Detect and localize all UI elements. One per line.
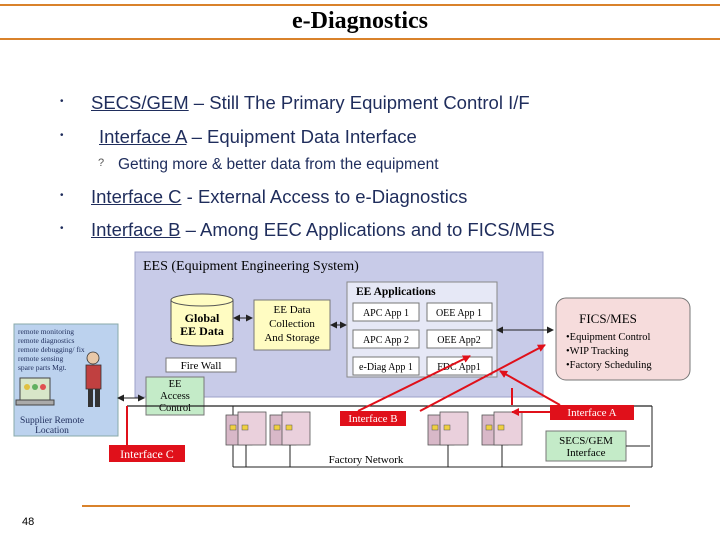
ee-applications-title: EE Applications xyxy=(356,286,436,298)
ees-title: EES (Equipment Engineering System) xyxy=(143,259,359,274)
app-box xyxy=(426,356,493,376)
fics-mes-item: •WIP Tracking xyxy=(566,346,629,357)
bullet-text: – Equipment Data Interface xyxy=(186,126,417,147)
fics-mes-item: •Equipment Control xyxy=(566,332,651,343)
app-box xyxy=(426,329,493,349)
ee-access-control-label: Access xyxy=(160,391,190,402)
slide-title: e-Diagnostics xyxy=(292,8,428,34)
title-bar: e-Diagnostics xyxy=(0,0,720,42)
ee-access-control-label: EE xyxy=(169,379,182,390)
secs-gem-interface-box xyxy=(545,430,627,462)
equipment-tool xyxy=(225,411,267,467)
interface-b-arrow xyxy=(357,355,471,412)
ee-access-control-label: Control xyxy=(159,403,191,414)
remote-service-item: remote monitoring xyxy=(18,327,74,336)
supplier-location-label: Location xyxy=(35,426,69,436)
title-top-rule xyxy=(0,4,720,6)
secs-gem-label: SECS/GEM xyxy=(559,435,613,447)
fire-wall-box xyxy=(165,357,237,373)
ee-data-collection-label: Collection xyxy=(269,318,315,330)
interface-c-label-box xyxy=(109,445,185,462)
interface-b-label: Interface B xyxy=(348,413,397,425)
app-label: OEE App 1 xyxy=(436,308,482,319)
factory-network-label: Factory Network xyxy=(329,454,404,466)
remote-service-item: spare parts Mgt. xyxy=(18,363,67,372)
bullet-marker: • xyxy=(60,96,64,107)
fics-mes-box xyxy=(555,297,691,381)
sub-bullet-marker: ? xyxy=(98,157,105,169)
global-ee-data-label: EE Data xyxy=(180,324,224,338)
interface-a-arrow xyxy=(499,370,561,406)
bullet-keyword: SECS/GEM xyxy=(91,92,189,113)
remote-service-item: remote diagnostics xyxy=(18,336,75,345)
laptop-icon xyxy=(15,377,55,406)
title-bottom-rule xyxy=(0,38,720,40)
app-label: e-Diag App 1 xyxy=(359,362,413,373)
equipment-tool xyxy=(427,411,469,467)
interface-a-label-box xyxy=(550,405,634,420)
bullet-marker: • xyxy=(60,190,64,201)
interface-c-label: Interface C xyxy=(120,447,174,461)
person-icon xyxy=(85,351,102,407)
bullet-keyword: Interface B xyxy=(91,219,181,240)
footer-rule xyxy=(82,505,630,507)
fics-mes-title: FICS/MES xyxy=(579,311,637,326)
bullet-marker: • xyxy=(60,130,64,141)
bullet-keyword: Interface A xyxy=(99,126,187,147)
global-ee-data-label: Global xyxy=(185,311,220,325)
equipment-tool xyxy=(481,411,523,467)
app-box xyxy=(352,329,420,349)
bullet-text: – Among EEC Applications and to FICS/MES xyxy=(180,219,555,240)
app-label: APC App 1 xyxy=(363,308,409,319)
remote-service-item: remote debugging/ fix xyxy=(18,345,85,354)
fics-mes-item: •Factory Scheduling xyxy=(566,360,652,371)
remote-service-item: remote sensing xyxy=(18,354,63,363)
interface-b-arrow xyxy=(419,344,546,412)
interface-a-label: Interface A xyxy=(567,407,616,419)
bullet-text: - External Access to e-Diagnostics xyxy=(181,186,468,207)
ee-access-control-box xyxy=(145,376,205,416)
app-label: APC App 2 xyxy=(363,335,409,346)
bullet-text: – Still The Primary Equipment Control I/… xyxy=(188,92,530,113)
app-label: FDC App1 xyxy=(437,362,481,373)
app-box xyxy=(426,302,493,322)
app-box xyxy=(352,356,420,376)
equipment-tool xyxy=(269,411,311,467)
bullet-marker: • xyxy=(60,223,64,234)
secs-gem-label: Interface xyxy=(566,447,605,459)
ee-data-collection-box: EE Data Collection And Storage xyxy=(253,299,331,351)
bullet-keyword: Interface C xyxy=(91,186,182,207)
global-ee-data-cylinder: Global EE Data xyxy=(170,293,234,347)
app-label: OEE App2 xyxy=(437,335,481,346)
ee-data-collection-label: EE Data xyxy=(274,304,311,316)
supplier-location-label: Supplier Remote xyxy=(20,416,84,426)
fire-wall-label: Fire Wall xyxy=(181,360,222,372)
interface-b-label-box xyxy=(340,411,406,426)
ee-data-collection-label: And Storage xyxy=(264,332,319,344)
page-number: 48 xyxy=(22,516,35,528)
sub-bullet-text: Getting more & better data from the equi… xyxy=(118,156,439,173)
app-box xyxy=(352,302,420,322)
